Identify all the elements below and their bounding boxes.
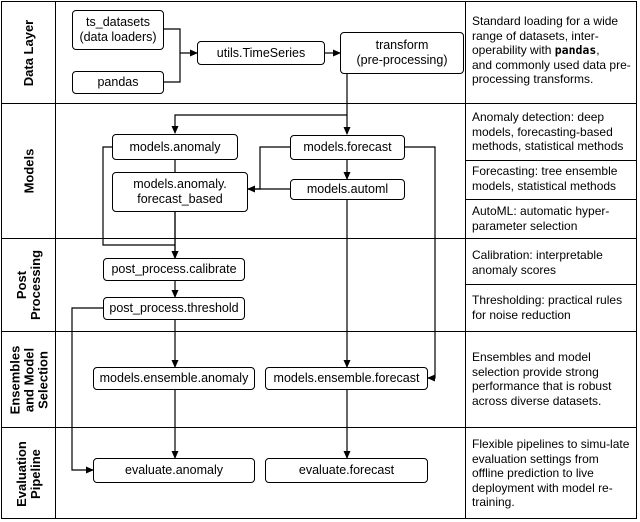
desc-divider-models-1 (465, 160, 637, 161)
desc-divider-post (465, 284, 637, 285)
desc-forecasting: Forecasting: tree ensemble models, stati… (472, 164, 618, 193)
node-ensemble-forecast: models.ensemble.forecast (265, 367, 428, 390)
layer-label-data: Data Layer (21, 19, 37, 86)
desc-divider-models-2 (465, 199, 637, 200)
node-pandas: pandas (72, 71, 164, 94)
row-divider-1 (1, 103, 637, 104)
desc-calibration: Calibration: interpretable anomaly score… (472, 248, 603, 277)
node-models-anomaly-forecast-based: models.anomaly. forecast_based (112, 172, 248, 212)
node-post-process-threshold: post_process.threshold (103, 297, 245, 320)
node-evaluate-anomaly: evaluate.anomaly (93, 458, 255, 483)
node-models-anomaly: models.anomaly (112, 134, 238, 160)
node-models-forecast: models.forecast (290, 135, 405, 160)
layer-label-evaluation: Evaluation Pipeline (14, 440, 43, 507)
layer-label-models: Models (20, 148, 36, 194)
desc-data-layer: Standard loading for a wide range of dat… (472, 14, 631, 86)
desc-ensembles: Ensembles and model selection provide st… (472, 350, 612, 408)
node-utils-timeseries: utils.TimeSeries (197, 41, 325, 65)
label-column-divider (55, 1, 56, 519)
desc-thresholding: Thresholding: practical rules for noise … (472, 293, 623, 322)
node-transform: transform (pre-processing) (340, 32, 464, 74)
desc-data-layer-code: pandas (554, 43, 597, 57)
node-evaluate-forecast: evaluate.forecast (265, 458, 428, 483)
description-column-divider (465, 1, 466, 519)
row-divider-2 (1, 238, 637, 239)
layer-label-post-processing: Post Processing (14, 249, 43, 321)
node-ts-datasets: ts_datasets (data loaders) (72, 10, 164, 50)
node-post-process-calibrate: post_process.calibrate (103, 258, 245, 281)
row-divider-3 (1, 331, 637, 332)
node-ensemble-anomaly: models.ensemble.anomaly (93, 367, 255, 390)
node-models-automl: models.automl (290, 179, 405, 200)
desc-automl: AutoML: automatic hyper-parameter select… (472, 204, 610, 233)
desc-anomaly-detection: Anomaly detection: deep models, forecast… (472, 110, 624, 153)
layer-label-ensembles: Ensembles and Model Selection (7, 345, 50, 414)
desc-evaluation: Flexible pipelines to simu-late evaluati… (472, 437, 630, 509)
row-divider-4 (1, 427, 637, 428)
